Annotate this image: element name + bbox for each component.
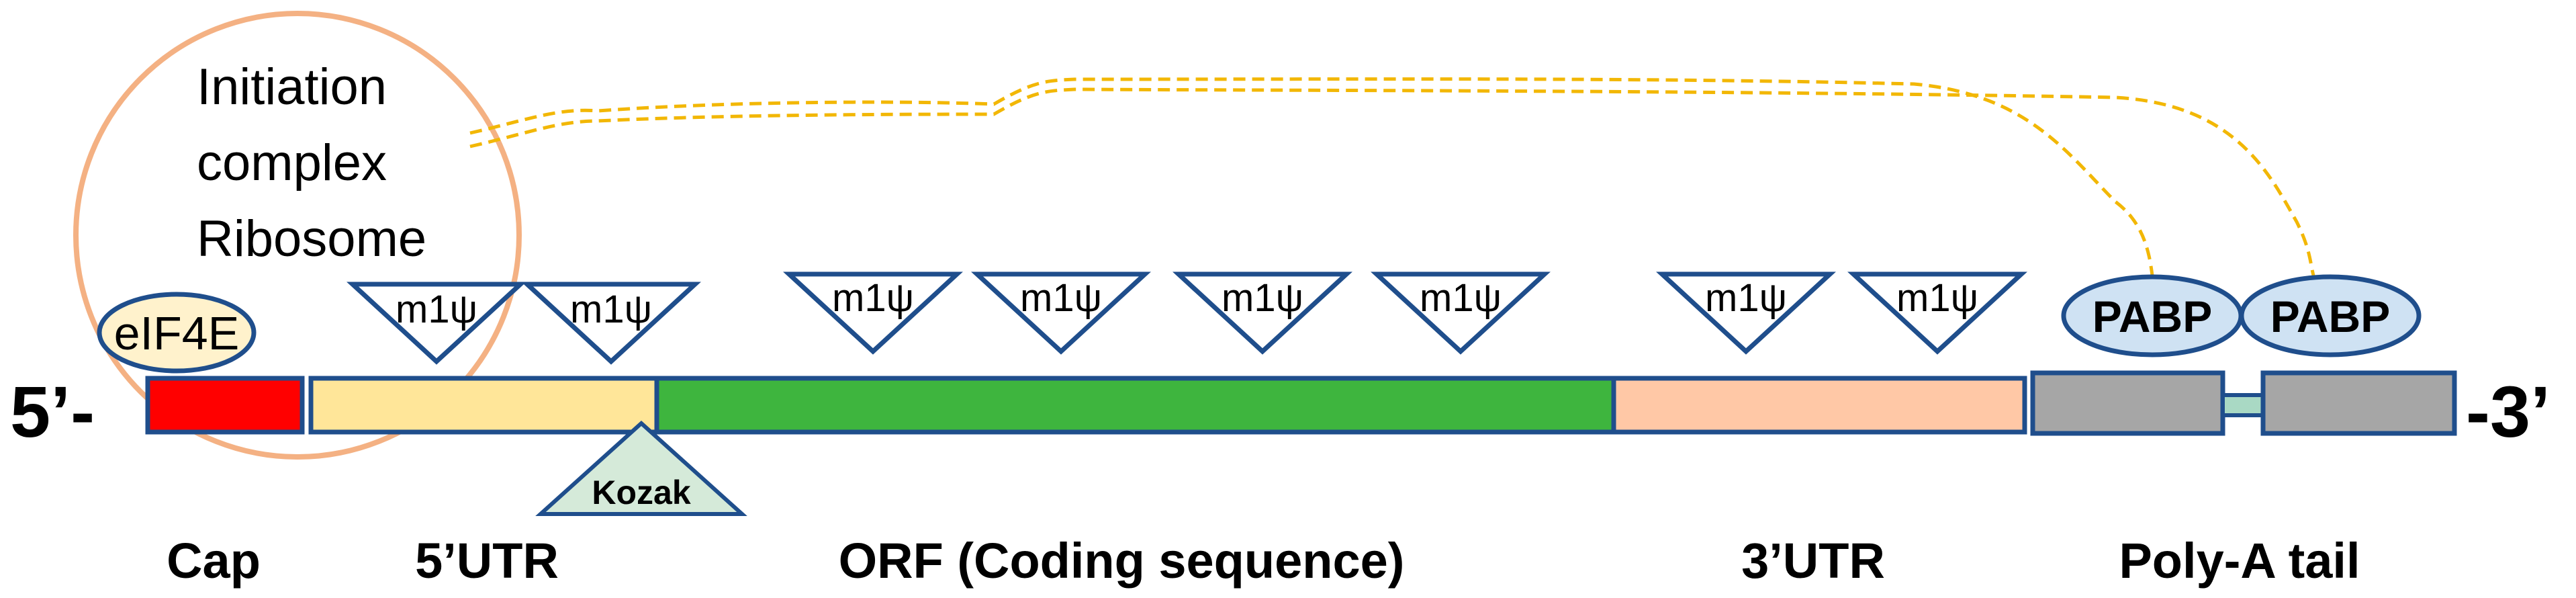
dashed-link-2 [469, 87, 2315, 276]
m1psi-triangle [521, 282, 701, 365]
m1psi-triangle [1371, 271, 1551, 355]
three-prime-end-label: -3’ [2466, 371, 2550, 452]
m1psi-triangle [971, 271, 1151, 355]
five-prime-end-label: 5’- [10, 371, 95, 452]
pabp-protein-2 [2239, 274, 2422, 357]
m1psi-label: m1ψ [396, 288, 477, 331]
initiation-label-line3: Ribosome [197, 210, 426, 267]
cap-segment [145, 376, 305, 435]
m1psi-label: m1ψ [1020, 276, 1102, 320]
m1psi-triangle [783, 271, 963, 355]
region-label-orf: ORF (Coding sequence) [839, 533, 1405, 589]
eif4e-label: eIF4E [114, 307, 240, 359]
utr5-segment [308, 376, 659, 435]
polya-segment-2 [2260, 370, 2457, 436]
pabp-label-1: PABP [2092, 292, 2212, 341]
region-label-utr5: 5’UTR [415, 533, 559, 589]
m1psi-label: m1ψ [1420, 276, 1502, 320]
m1psi-label: m1ψ [1705, 276, 1787, 320]
pabp-label-2: PABP [2270, 292, 2390, 341]
eif4e-protein [97, 292, 257, 374]
initiation-complex-circle [73, 11, 522, 460]
m1psi-triangle [1847, 271, 2027, 355]
region-label-polya: Poly-A tail [2119, 533, 2360, 589]
m1psi-triangle [347, 282, 526, 365]
kozak-label: Kozak [592, 474, 690, 511]
orf-segment [654, 376, 1616, 435]
kozak-triangle [535, 420, 747, 516]
m1psi-triangle [1172, 271, 1352, 355]
region-label-cap: Cap [167, 533, 261, 589]
initiation-label-line1: Initiation [197, 58, 387, 116]
region-label-utr3: 3’UTR [1741, 533, 1885, 589]
polya-linker [2221, 393, 2265, 417]
polya-segment-1 [2030, 370, 2225, 436]
modification-sites: m1ψ m1ψ m1ψ m1ψ m1ψ m1ψ m1ψ m1ψ [347, 271, 2027, 365]
m1psi-label: m1ψ [570, 288, 652, 331]
m1psi-triangle [1656, 271, 1836, 355]
utr3-segment [1611, 376, 2027, 435]
m1psi-label: m1ψ [832, 276, 914, 320]
initiation-label-line2: complex [197, 134, 387, 191]
m1psi-label: m1ψ [1222, 276, 1303, 320]
m1psi-label: m1ψ [1896, 276, 1978, 320]
dashed-link-1 [469, 77, 2154, 276]
